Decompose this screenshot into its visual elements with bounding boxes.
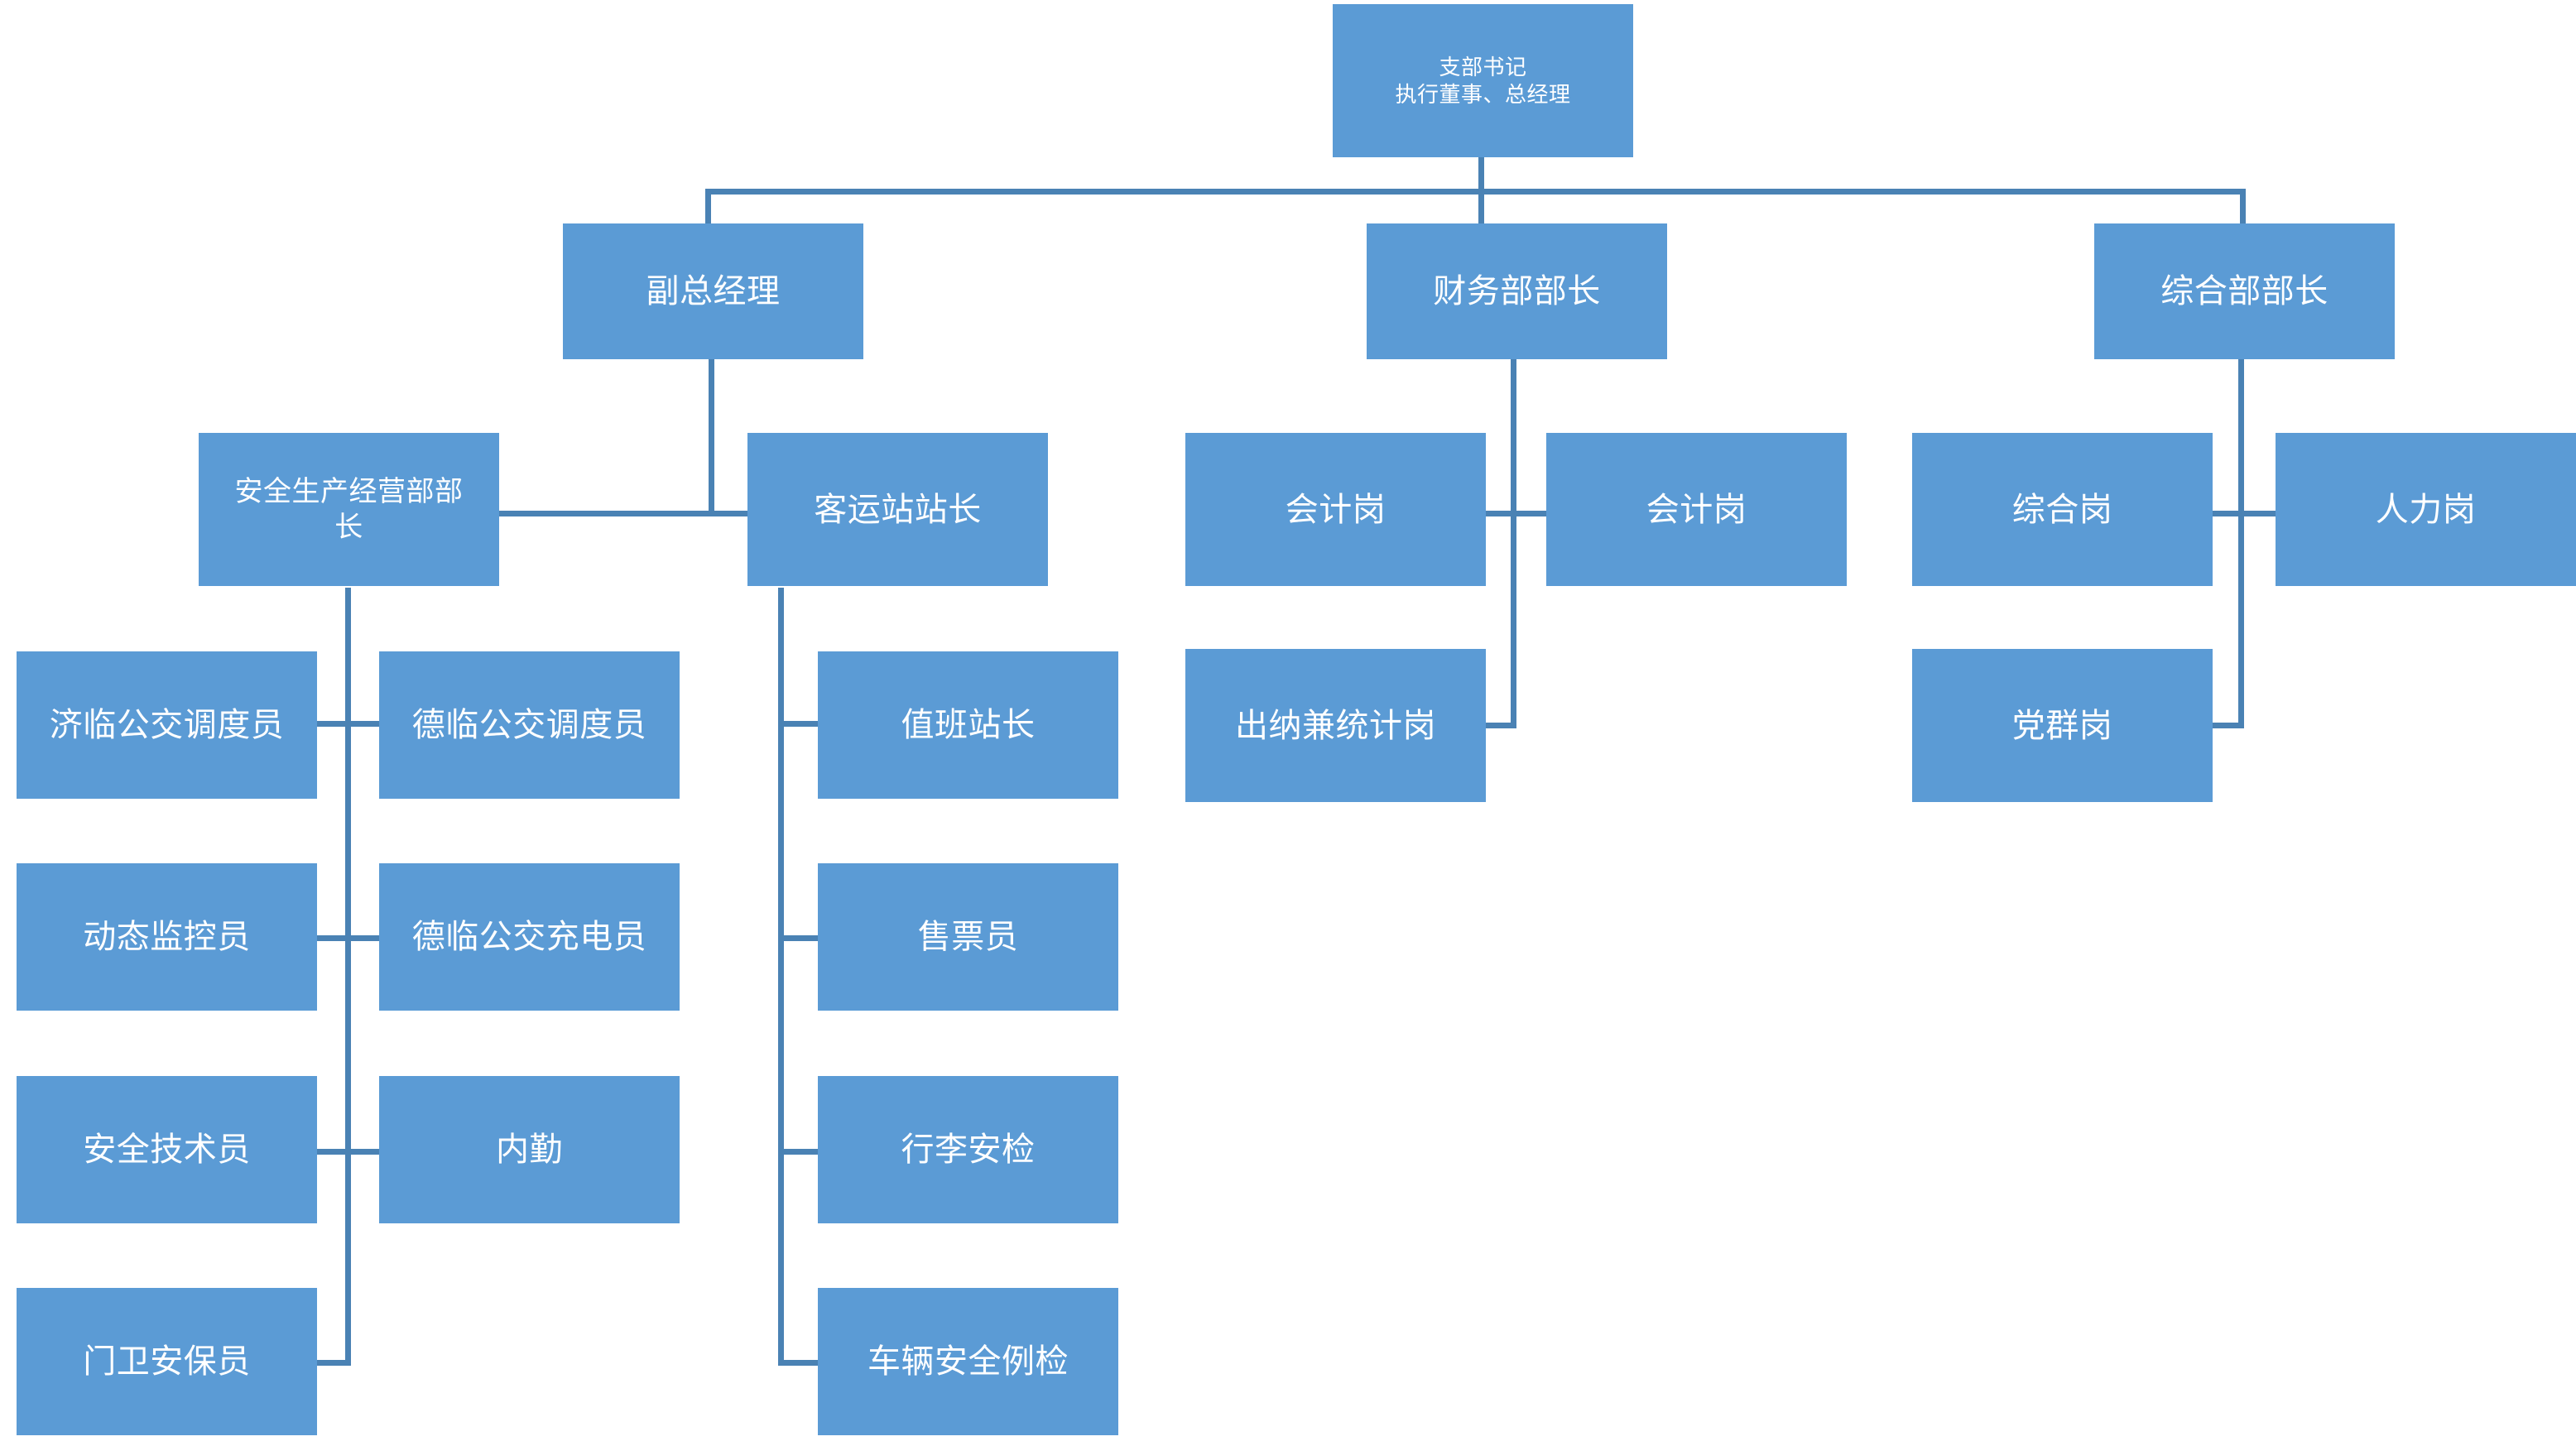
node-hr-post[interactable]: 人力岗: [2276, 433, 2576, 586]
connector-safety-row3-left: [315, 1149, 351, 1155]
node-root-label-line2: 执行董事、总经理: [1395, 81, 1571, 107]
node-party-affairs-post[interactable]: 党群岗: [1912, 649, 2213, 802]
connector-finance-spine: [1511, 359, 1516, 728]
node-root-label-line1: 支部书记: [1439, 55, 1527, 79]
connector-safety-row3-right: [345, 1149, 382, 1155]
node-accountant-2-label: 会计岗: [1646, 491, 1747, 528]
node-deputy-general-manager[interactable]: 副总经理: [563, 223, 863, 359]
connector-station-row4: [778, 1360, 819, 1366]
node-dynamic-monitor-label: 动态监控员: [83, 919, 251, 955]
connector-level1-bus: [705, 189, 2246, 195]
connector-finance-row1-left: [1482, 511, 1516, 516]
node-vehicle-safety-inspection[interactable]: 车辆安全例检: [818, 1288, 1118, 1435]
connector-station-row2: [778, 935, 819, 941]
node-general-affairs-director[interactable]: 综合部部长: [2094, 223, 2395, 359]
node-delin-bus-dispatcher[interactable]: 德临公交调度员: [379, 651, 680, 799]
connector-finance-row1-right: [1511, 511, 1549, 516]
connector-safety-spine: [345, 588, 351, 1366]
node-safety-production-director-label-line2: 长: [334, 511, 363, 543]
node-general-affairs-director-label: 综合部部长: [2160, 273, 2328, 310]
connector-vgm-to-safety: [497, 511, 712, 516]
node-ticket-seller[interactable]: 售票员: [818, 863, 1118, 1011]
node-vehicle-safety-inspection-label: 车辆安全例检: [867, 1343, 1069, 1380]
node-safety-production-director-label-line1: 安全生产经营部部: [234, 476, 464, 507]
node-accountant-1[interactable]: 会计岗: [1185, 433, 1486, 586]
connector-safety-row1-left: [315, 721, 351, 727]
connector-vgm-to-station: [709, 511, 750, 516]
connector-safety-row4-left: [315, 1360, 351, 1366]
node-gate-security-guard-label: 门卫安保员: [83, 1343, 251, 1380]
node-accountant-2[interactable]: 会计岗: [1546, 433, 1847, 586]
node-dynamic-monitor[interactable]: 动态监控员: [17, 863, 317, 1011]
connector-bus-to-finance: [1478, 189, 1484, 225]
connector-general-row1-left: [2210, 511, 2244, 516]
node-cashier-statistics-post-label: 出纳兼统计岗: [1235, 707, 1436, 744]
connector-safety-row2-right: [345, 935, 382, 941]
node-ticket-seller-label: 售票员: [917, 919, 1019, 955]
node-delin-bus-dispatcher-label: 德临公交调度员: [411, 707, 647, 743]
node-jilin-bus-dispatcher[interactable]: 济临公交调度员: [17, 651, 317, 799]
connector-station-spine: [778, 588, 784, 1366]
node-station-chief[interactable]: 客运站站长: [747, 433, 1048, 586]
node-office-clerk-label: 内勤: [496, 1131, 563, 1168]
node-jilin-bus-dispatcher-label: 济临公交调度员: [49, 707, 285, 743]
connector-bus-to-general: [2240, 189, 2246, 225]
node-delin-bus-charger-label: 德临公交充电员: [411, 919, 647, 955]
node-cashier-statistics-post[interactable]: 出纳兼统计岗: [1185, 649, 1486, 802]
connector-safety-row2-left: [315, 935, 351, 941]
connector-vgm-spine: [709, 359, 714, 513]
connector-bus-to-vgm: [705, 189, 711, 225]
node-safety-technician-label: 安全技术员: [83, 1131, 251, 1168]
node-delin-bus-charger[interactable]: 德临公交充电员: [379, 863, 680, 1011]
connector-finance-to-cashier: [1482, 723, 1516, 728]
node-office-clerk[interactable]: 内勤: [379, 1076, 680, 1223]
node-deputy-general-manager-label: 副总经理: [646, 273, 781, 310]
connector-root-stem: [1478, 156, 1484, 192]
node-duty-station-chief-label: 值班站长: [901, 707, 1036, 743]
node-comprehensive-post[interactable]: 综合岗: [1912, 433, 2213, 586]
node-hr-post-label: 人力岗: [2375, 491, 2477, 528]
node-gate-security-guard[interactable]: 门卫安保员: [17, 1288, 317, 1435]
node-baggage-security-check-label: 行李安检: [901, 1131, 1036, 1168]
node-root[interactable]: 支部书记 执行董事、总经理: [1333, 4, 1633, 157]
node-station-chief-label: 客运站站长: [814, 491, 982, 528]
node-finance-director[interactable]: 财务部部长: [1367, 223, 1667, 359]
node-safety-production-director[interactable]: 安全生产经营部部 长: [199, 433, 499, 586]
connector-safety-row1-right: [345, 721, 382, 727]
node-accountant-1-label: 会计岗: [1285, 491, 1387, 528]
node-finance-director-label: 财务部部长: [1433, 273, 1601, 310]
node-duty-station-chief[interactable]: 值班站长: [818, 651, 1118, 799]
connector-general-spine: [2238, 359, 2244, 728]
node-party-affairs-post-label: 党群岗: [2011, 707, 2113, 744]
connector-general-to-party: [2210, 723, 2244, 728]
connector-station-row1: [778, 721, 819, 727]
node-baggage-security-check[interactable]: 行李安检: [818, 1076, 1118, 1223]
node-comprehensive-post-label: 综合岗: [2011, 491, 2113, 528]
connector-general-row1-right: [2238, 511, 2276, 516]
node-safety-technician[interactable]: 安全技术员: [17, 1076, 317, 1223]
connector-station-row3: [778, 1149, 819, 1155]
